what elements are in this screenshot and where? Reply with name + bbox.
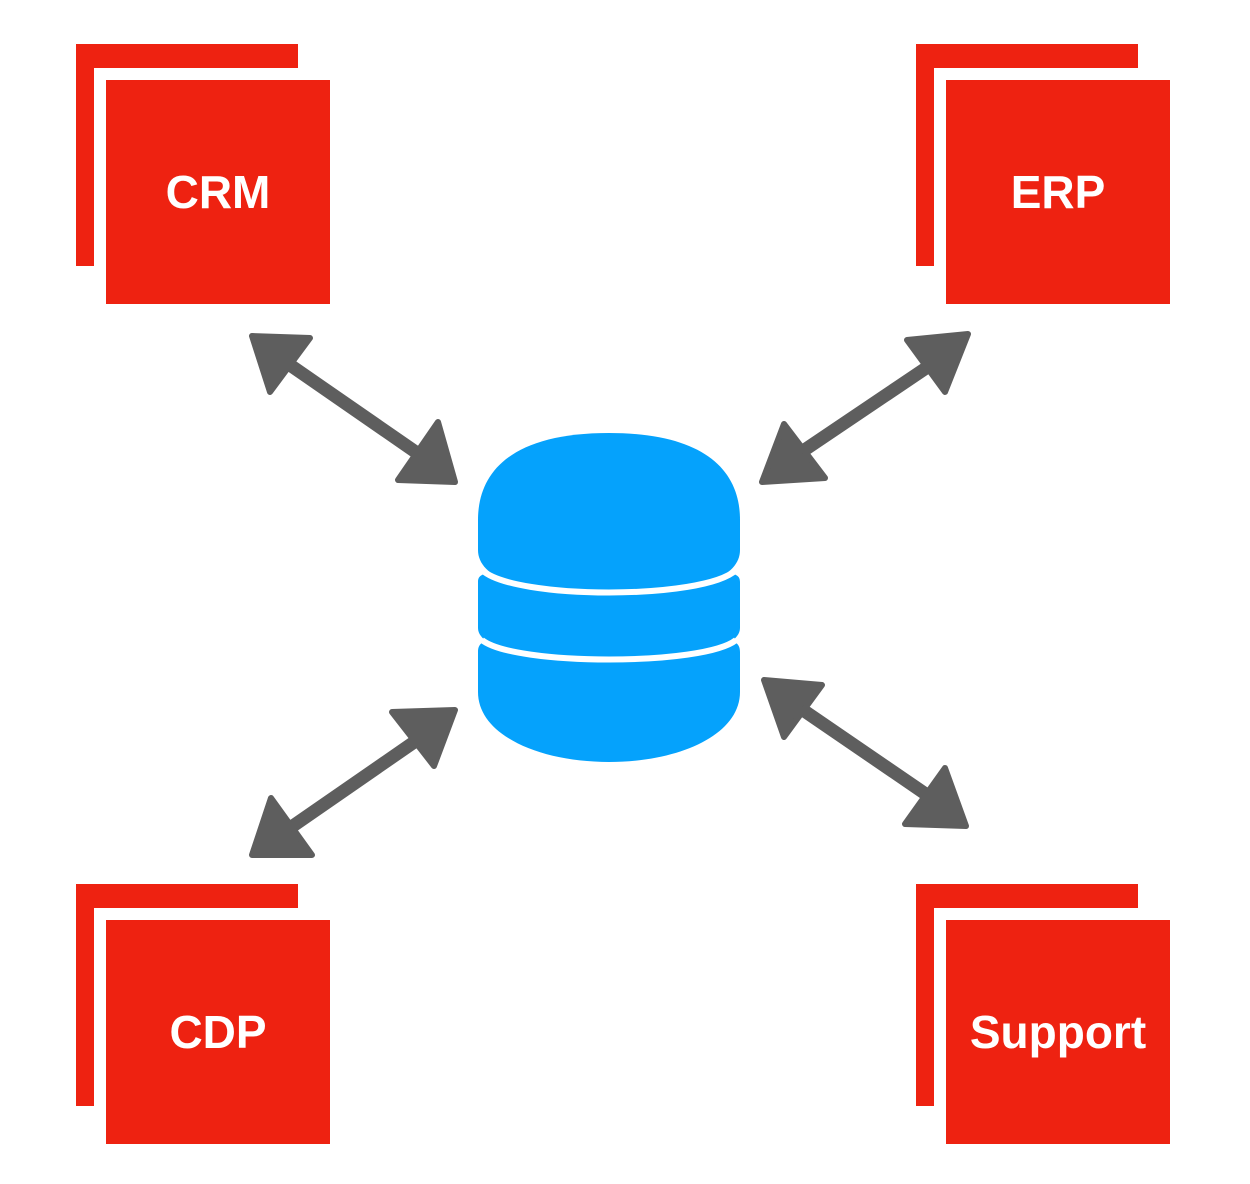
database-disk-top (478, 433, 740, 596)
system-support-label: Support (969, 1006, 1147, 1058)
system-erp: ERP (916, 44, 1170, 304)
arrow-erp-database (759, 331, 971, 485)
system-erp-label: ERP (1010, 166, 1106, 218)
system-support: Support (916, 884, 1170, 1144)
arrow-crm-database (249, 333, 458, 485)
system-cdp-front-square: CDP (106, 920, 330, 1144)
arrow-support-database (761, 677, 969, 829)
database-disk-bottom (478, 639, 740, 762)
system-erp-front-square: ERP (946, 80, 1170, 304)
database-icon (478, 433, 740, 762)
system-support-front-square: Support (946, 920, 1170, 1144)
database-disk-middle (478, 572, 740, 662)
system-crm: CRM (76, 44, 330, 304)
system-crm-label: CRM (165, 166, 271, 218)
arrow-cdp-database (249, 707, 458, 858)
system-cdp: CDP (76, 884, 330, 1144)
system-cdp-label: CDP (169, 1006, 267, 1058)
system-crm-front-square: CRM (106, 80, 330, 304)
